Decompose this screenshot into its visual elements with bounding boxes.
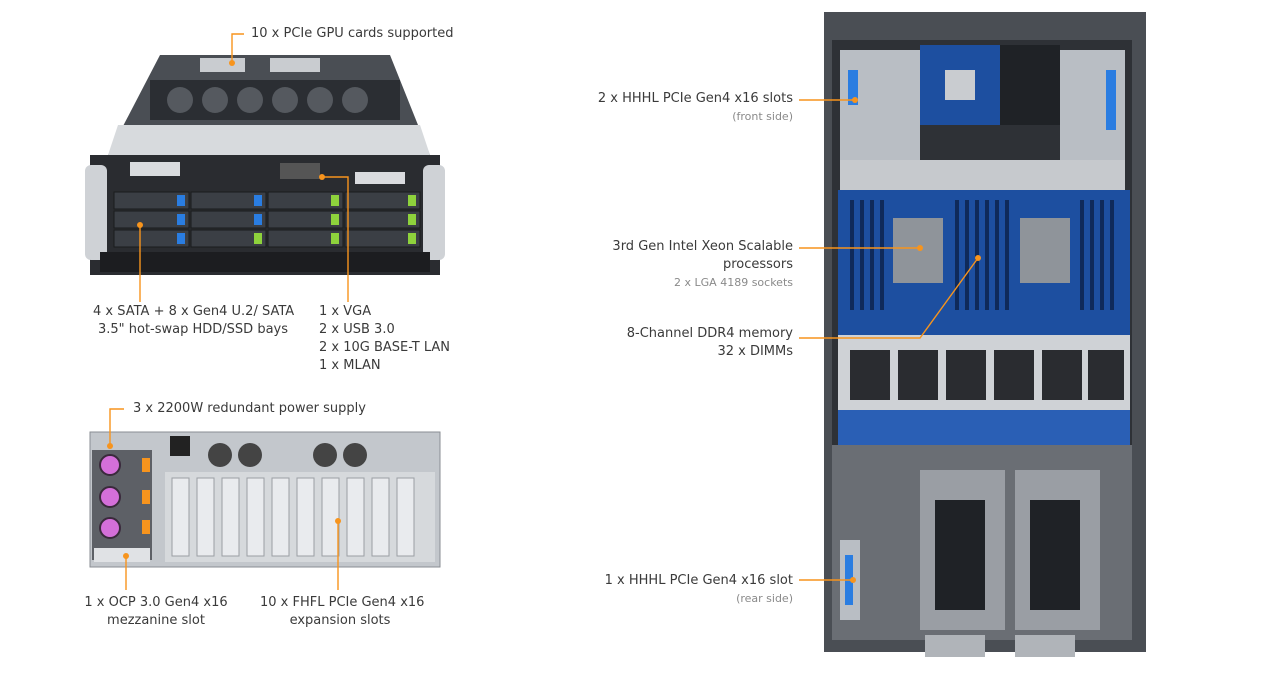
io-lan: 2 x 10G BASE-T LAN (319, 340, 450, 355)
drive-bays (113, 191, 421, 248)
drive-bays-label-line2: 3.5" hot-swap HDD/SSD bays (97, 322, 289, 337)
io-usb: 2 x USB 3.0 (319, 322, 395, 337)
io-vga: 1 x VGA (319, 304, 372, 319)
fhfl-label-line1: 10 x FHFL PCIe Gen4 x16 (260, 595, 425, 610)
cpu-label-sub: 2 x LGA 4189 sockets (674, 276, 793, 289)
hhhl-front-sub: (front side) (732, 110, 793, 123)
gpu-cards-label: 10 x PCIe GPU cards supported (251, 26, 454, 41)
memory-label-line1: 8-Channel DDR4 memory (626, 326, 793, 341)
io-mlan: 1 x MLAN (319, 358, 381, 373)
ocp-label: 1 x OCP 3.0 Gen4 x16 mezzanine slot (76, 594, 236, 630)
drive-bays-label-line1: 4 x SATA + 8 x Gen4 U.2/ SATA (93, 304, 295, 319)
rear-chassis-view (89, 408, 441, 590)
cpu-label-line1: 3rd Gen Intel Xeon Scalable (612, 239, 793, 254)
fhfl-label-line2: expansion slots (289, 613, 391, 628)
ocp-label-line2: mezzanine slot (107, 613, 205, 628)
fhfl-label: 10 x FHFL PCIe Gen4 x16 expansion slots (260, 594, 425, 630)
hhhl-rear-title: 1 x HHHL PCIe Gen4 x16 slot (604, 573, 793, 588)
hhhl-rear-label: 1 x HHHL PCIe Gen4 x16 slot (rear side) (560, 572, 793, 608)
hhhl-rear-sub: (rear side) (736, 592, 793, 605)
memory-label-line2: 32 x DIMMs (717, 344, 793, 359)
hhhl-front-title: 2 x HHHL PCIe Gen4 x16 slots (597, 91, 793, 106)
psu-label: 3 x 2200W redundant power supply (133, 401, 366, 416)
cpu-label-line2: processors (722, 257, 793, 272)
cpu-label: 3rd Gen Intel Xeon Scalable processors 2… (560, 238, 793, 292)
ocp-label-line1: 1 x OCP 3.0 Gen4 x16 (84, 595, 228, 610)
front-chassis-view (85, 33, 445, 302)
drive-bays-label: 4 x SATA + 8 x Gen4 U.2/ SATA 3.5" hot-s… (93, 303, 295, 339)
memory-label: 8-Channel DDR4 memory 32 x DIMMs (560, 325, 793, 361)
front-io-label: 1 x VGA 2 x USB 3.0 2 x 10G BASE-T LAN 1… (319, 303, 450, 375)
top-chassis-view (799, 12, 1146, 657)
hhhl-front-label: 2 x HHHL PCIe Gen4 x16 slots (front side… (560, 90, 793, 126)
